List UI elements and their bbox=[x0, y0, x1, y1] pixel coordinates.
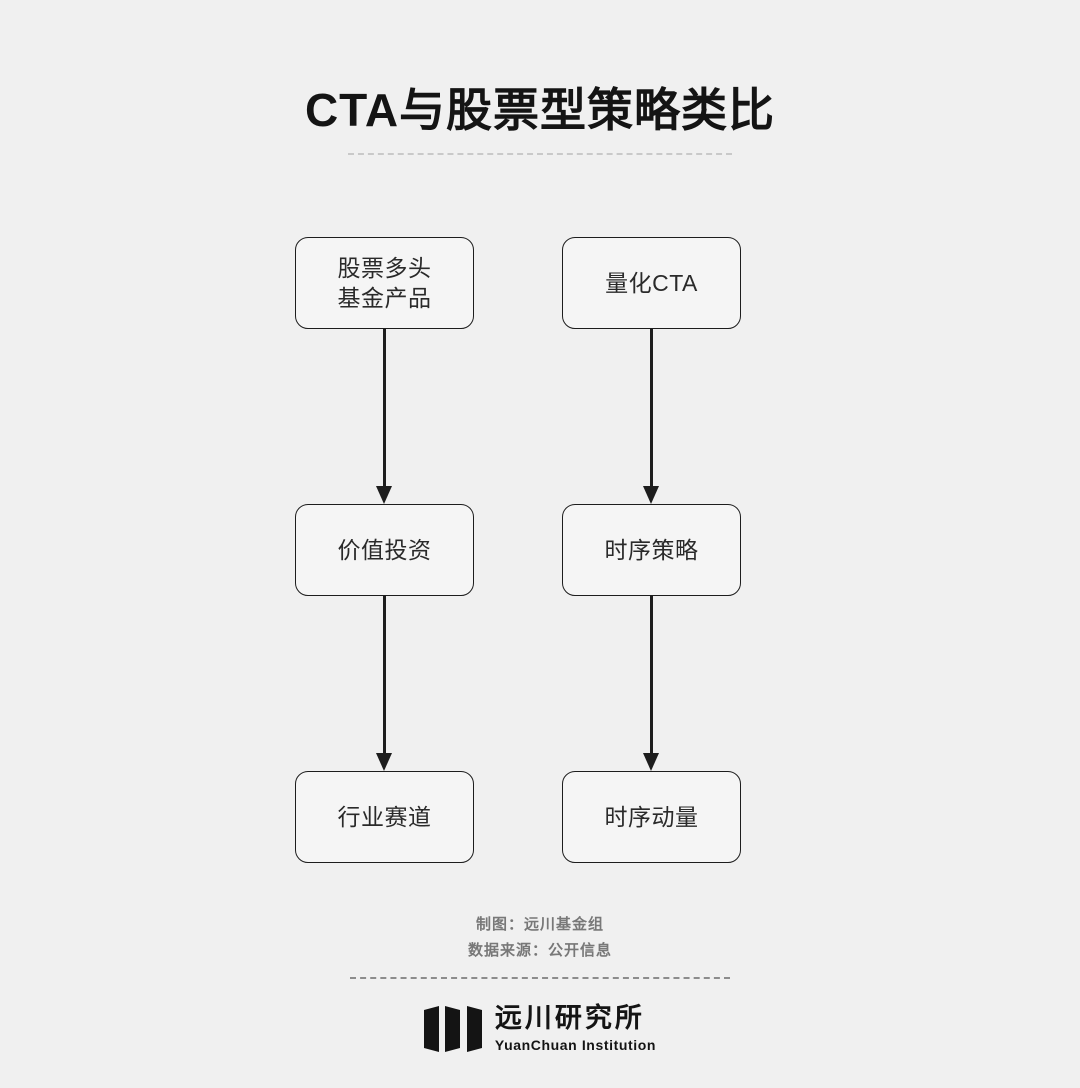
title-block: CTA与股票型策略类比 bbox=[0, 84, 1080, 155]
node-label: 量化CTA bbox=[605, 269, 698, 296]
node-equity-fund-product[interactable]: 股票多头 基金产品 bbox=[295, 237, 474, 329]
page-title: CTA与股票型策略类比 bbox=[304, 84, 776, 136]
yuanchuan-logo-icon bbox=[423, 1006, 482, 1053]
arrow-head-cta-2 bbox=[643, 753, 659, 771]
connector-line-equity-1 bbox=[383, 329, 386, 487]
connector-line-cta-2 bbox=[650, 596, 653, 754]
node-label: 时序策略 bbox=[604, 536, 699, 563]
footer-notes: 制图：远川基金组 数据来源：公开信息 bbox=[0, 912, 1080, 979]
logo-name-en: YuanChuan Institution bbox=[494, 1037, 657, 1054]
footer-credit: 制图：远川基金组 bbox=[475, 916, 604, 933]
flowchart: 股票多头 基金产品 价值投资 行业赛道 量化CTA 时序策略 时序动量 bbox=[295, 237, 741, 863]
node-value-investing[interactable]: 价值投资 bbox=[295, 504, 474, 596]
node-label: 行业赛道 bbox=[337, 803, 432, 830]
footer-source: 数据来源：公开信息 bbox=[467, 942, 612, 960]
node-time-series-momentum[interactable]: 时序动量 bbox=[562, 771, 741, 863]
node-quant-cta[interactable]: 量化CTA bbox=[562, 237, 741, 329]
node-label: 股票多头 基金产品 bbox=[337, 254, 432, 311]
logo-block: 远川研究所 YuanChuan Institution bbox=[0, 1003, 1080, 1054]
node-label: 价值投资 bbox=[337, 536, 432, 563]
title-divider bbox=[348, 152, 732, 155]
node-label: 时序动量 bbox=[604, 803, 699, 830]
arrow-head-cta-1 bbox=[643, 486, 659, 504]
logo-text: 远川研究所 YuanChuan Institution bbox=[494, 1003, 657, 1054]
cta-column: 量化CTA 时序策略 时序动量 bbox=[562, 237, 741, 863]
logo-name-cn: 远川研究所 bbox=[494, 1003, 645, 1033]
equity-long-column: 股票多头 基金产品 价值投资 行业赛道 bbox=[295, 237, 474, 863]
connector-line-cta-1 bbox=[650, 329, 653, 487]
arrow-head-equity-2 bbox=[376, 753, 392, 771]
arrow-head-equity-1 bbox=[376, 486, 392, 504]
connector-line-equity-2 bbox=[383, 596, 386, 754]
footer-divider bbox=[350, 976, 730, 979]
node-time-series-strategy[interactable]: 时序策略 bbox=[562, 504, 741, 596]
node-industry-track[interactable]: 行业赛道 bbox=[295, 771, 474, 863]
